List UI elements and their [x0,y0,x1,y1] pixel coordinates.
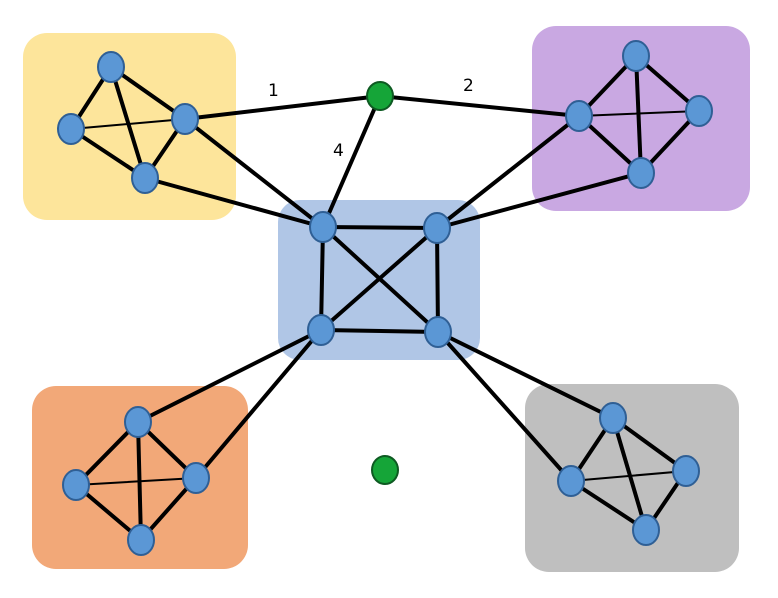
edge-1 [183,94,382,121]
node [127,524,155,556]
node [62,469,90,501]
edge [109,65,147,180]
node [685,95,713,127]
edge-purple-center-2 [435,171,643,230]
node [57,113,85,145]
green-isolated-node [371,455,399,485]
edge-center-orange [136,328,323,424]
edge [109,65,187,121]
edge-center-gray-2 [436,330,573,483]
node [97,51,125,83]
edge [578,110,700,117]
node [627,157,655,189]
cluster-purple [532,26,750,211]
center-cluster-edges [319,225,440,334]
edge [611,416,648,532]
edge-yellow-center-2 [143,176,325,229]
edge [319,225,325,332]
green-hub-node [366,81,394,111]
node [182,462,210,494]
edge-label-1: 1 [268,81,279,101]
edge [75,477,197,486]
node [565,100,593,132]
edge [569,479,648,532]
edge-yellow-center [183,117,325,229]
edge [319,328,440,334]
inter-cluster-edges [136,94,643,483]
edge-center-gray [436,330,615,420]
node [307,314,335,346]
edge-2 [378,94,581,118]
node [424,316,452,348]
edge-center-orange-2 [194,328,323,480]
edge-4 [321,94,382,229]
node [632,514,660,546]
edge-label-2: 2 [463,76,474,96]
node [171,103,199,135]
edge [611,416,688,473]
node [672,455,700,487]
edge [321,225,439,230]
edge-label-4: 4 [333,141,344,161]
edge [319,226,439,332]
edge [70,118,186,130]
node [599,402,627,434]
node [557,465,585,497]
edge [570,470,687,482]
node [124,406,152,438]
edge [69,127,147,180]
node [131,162,159,194]
node [309,211,337,243]
node [423,212,451,244]
nodes [57,40,713,556]
edge [435,226,440,334]
node [622,40,650,72]
edge-purple-center [435,114,581,230]
